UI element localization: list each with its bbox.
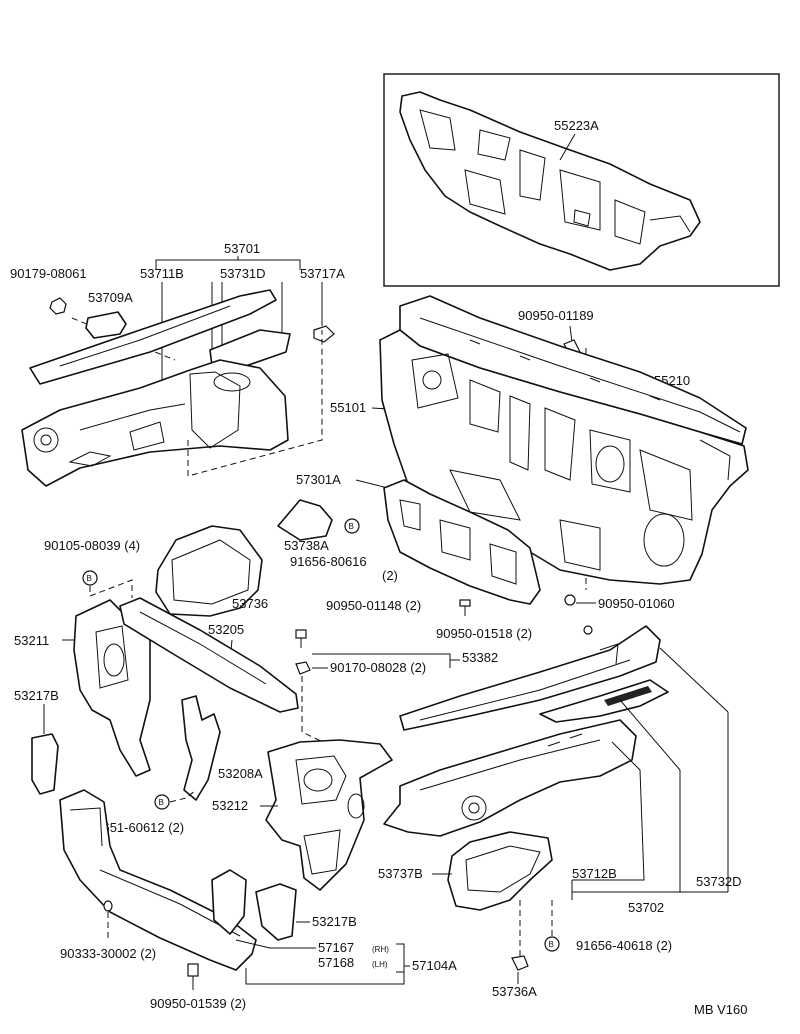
part-53737B-liner (447, 831, 553, 911)
label-90179-08061: 90179-08061 (10, 266, 87, 281)
svg-text:B: B (349, 522, 354, 531)
part-53736A-clip (511, 955, 529, 971)
callout-B-90105-08039: B (82, 570, 98, 586)
label-53212: 53212 (212, 798, 248, 813)
diagram-code: MB V160 (694, 1002, 747, 1017)
label-53211: 53211 (14, 633, 49, 648)
label-53205: 53205 (208, 622, 244, 637)
label-90950-01189: 90950-01189 (518, 308, 594, 323)
label-53702: 53702 (628, 900, 664, 915)
svg-text:B: B (159, 798, 164, 807)
fastener-90950-01148 (459, 599, 471, 616)
label-90950-01148: 90950-01148 (2) (326, 598, 421, 613)
label-57167: 57167 (318, 940, 354, 955)
label-53732D: 53732D (696, 874, 742, 889)
label-53217B-left: 53217B (14, 688, 59, 703)
part-53217B-bottom-bracket (255, 883, 297, 941)
fastener-90950-01518-bolt (295, 629, 307, 648)
part-53712B-reinforcement (539, 679, 669, 723)
label-53709A: 53709A (88, 290, 133, 305)
label-53712B: 53712B (572, 866, 617, 881)
part-53208A-bracket (181, 695, 221, 801)
part-53738A-bracket (277, 499, 333, 541)
label-53382: 53382 (462, 650, 498, 665)
part-53702-apron (383, 719, 637, 837)
part-53212-headlamp-support (265, 739, 393, 891)
label-91656-40618: 91656-40618 (2) (576, 938, 672, 953)
label-53737B: 53737B (378, 866, 423, 881)
label-55223A: 55223A (554, 118, 599, 133)
label-57167-side: (RH) (372, 945, 389, 954)
part-53717A-clip (313, 325, 335, 343)
label-90950-01060: 90950-01060 (598, 596, 675, 611)
part-57301A-brace (383, 479, 541, 605)
label-91651-60612: 91651-60612 (2) (88, 820, 184, 835)
part-53205-upper-support (119, 597, 299, 713)
label-53217B-bottom: 53217B (312, 914, 357, 929)
callout-B-91656-40618: B (544, 936, 560, 952)
label-90950-01539: 90950-01539 (2) (150, 996, 246, 1011)
callout-B-91651-60612: B (154, 794, 170, 810)
label-57104A: 57104A (412, 958, 457, 973)
part-53709A-plate (85, 311, 127, 339)
label-53736: 53736 (232, 596, 268, 611)
label-53208A: 53208A (218, 766, 263, 781)
label-90333-30002: 90333-30002 (2) (60, 946, 156, 961)
fastener-90179-08061 (49, 297, 67, 315)
callout-B-91656-80616: B (344, 518, 360, 534)
part-53711B-upper-rail (29, 289, 277, 385)
label-53736A: 53736A (492, 984, 537, 999)
part-53736-liner (155, 525, 263, 617)
part-53732D-upper-member (399, 625, 661, 731)
label-91656-80616: 91656-80616 (290, 554, 367, 569)
part-53701-apron (21, 359, 289, 487)
label-57301A: 57301A (296, 472, 341, 487)
label-53717A: 53717A (300, 266, 345, 281)
svg-text:B: B (549, 940, 554, 949)
label-53731D: 53731D (220, 266, 266, 281)
label-57168-side: (LH) (372, 960, 388, 969)
label-53738A: 53738A (284, 538, 329, 553)
label-53711B: 53711B (140, 266, 184, 281)
label-91656-80616-qty: (2) (382, 568, 398, 583)
label-53701: 53701 (224, 241, 260, 256)
part-55223A-silencer (399, 91, 701, 271)
fastener-90950-01060 (564, 594, 576, 606)
part-53217B-left-bracket (31, 733, 59, 795)
label-55101: 55101 (330, 400, 366, 415)
fastener-90170-08028 (295, 661, 311, 675)
label-57168: 57168 (318, 955, 354, 970)
label-90105-08039: 90105-08039 (4) (44, 538, 140, 553)
fastener-90950-01518 (583, 625, 593, 635)
fastener-90333-30002 (103, 900, 113, 912)
label-90950-01518: 90950-01518 (2) (436, 626, 532, 641)
fastener-90950-01539 (187, 963, 199, 990)
inset-frame (383, 73, 780, 287)
svg-text:B: B (87, 574, 92, 583)
part-57167-57168-bracket (211, 869, 247, 935)
label-90170-08028: 90170-08028 (2) (330, 660, 426, 675)
